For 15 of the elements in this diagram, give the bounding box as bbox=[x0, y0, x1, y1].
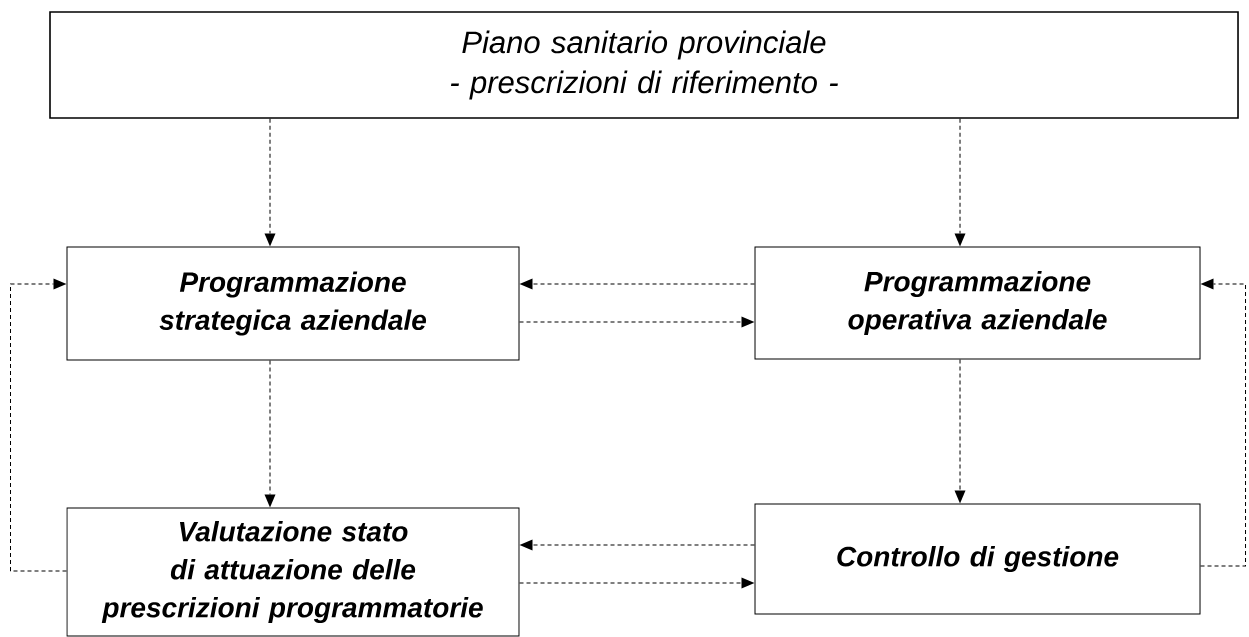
arrow bbox=[10, 278, 67, 572]
arrow bbox=[519, 278, 755, 290]
arrow bbox=[519, 316, 755, 328]
arrow bbox=[264, 118, 276, 247]
arrow bbox=[519, 577, 755, 589]
arrow bbox=[954, 359, 966, 504]
process-box: Controllo di gestione bbox=[754, 503, 1201, 615]
process-box: Programmazione strategica aziendale bbox=[66, 246, 520, 361]
arrow bbox=[1200, 278, 1246, 567]
process-box: Piano sanitario provinciale - prescrizioni di riferimento - bbox=[49, 11, 1239, 119]
process-box: Valutazione stato di attuazione delle prescrizioni programmatorie bbox=[66, 507, 520, 637]
arrow bbox=[954, 118, 966, 247]
arrow bbox=[264, 360, 276, 508]
arrow bbox=[519, 539, 755, 551]
process-box: Programmazione operativa aziendale bbox=[754, 246, 1201, 360]
